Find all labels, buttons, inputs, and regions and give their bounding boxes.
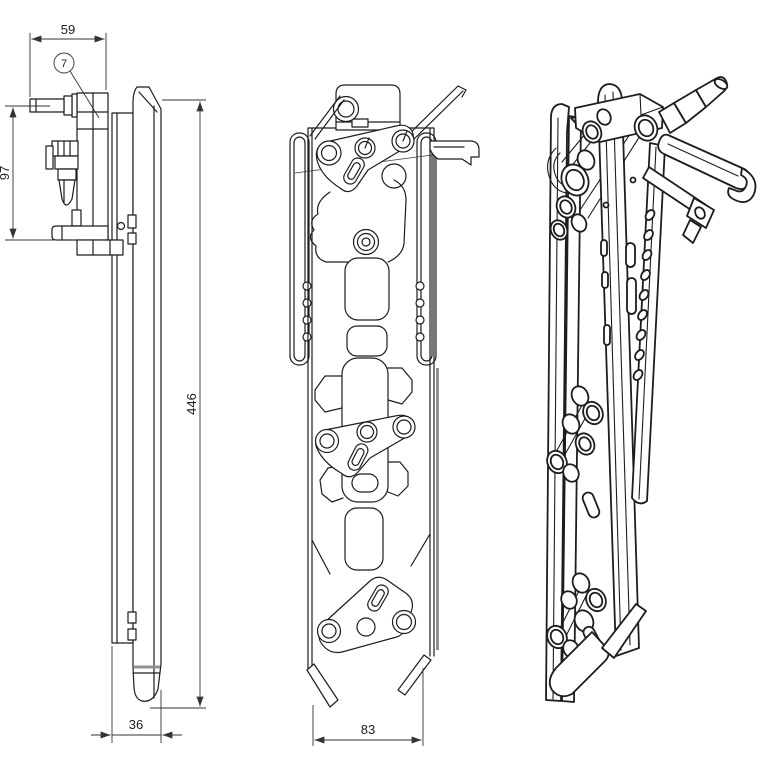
dim-text-97: 97 — [0, 166, 12, 180]
dim-text-446: 446 — [184, 393, 199, 415]
side-view-geometry — [29, 86, 162, 702]
spring-scallops — [302, 281, 425, 342]
iso-geometry — [545, 76, 757, 703]
balloon-text: 7 — [61, 58, 67, 70]
dimension-upper-height: 97 — [0, 105, 105, 241]
middle-roller-cluster — [546, 385, 604, 519]
side-view: 59 7 97 446 36 — [0, 22, 206, 743]
dimension-bottom-depth: 36 — [91, 646, 182, 743]
front-view: 83 — [289, 84, 480, 746]
isometric-view — [545, 76, 757, 703]
bottom-roller-cluster — [546, 572, 647, 698]
coil-bumps — [632, 209, 656, 381]
top-roller-cluster — [549, 108, 659, 241]
dimension-top-width: 59 — [29, 22, 107, 97]
dimension-overall-width: 83 — [312, 668, 424, 746]
dimension-overall-height: 446 — [150, 99, 206, 709]
dim-text-59: 59 — [61, 22, 75, 37]
dim-text-83: 83 — [361, 722, 375, 737]
balloon-callout: 7 — [53, 52, 100, 119]
dim-text-36: 36 — [129, 717, 143, 732]
front-view-geometry — [289, 84, 480, 708]
